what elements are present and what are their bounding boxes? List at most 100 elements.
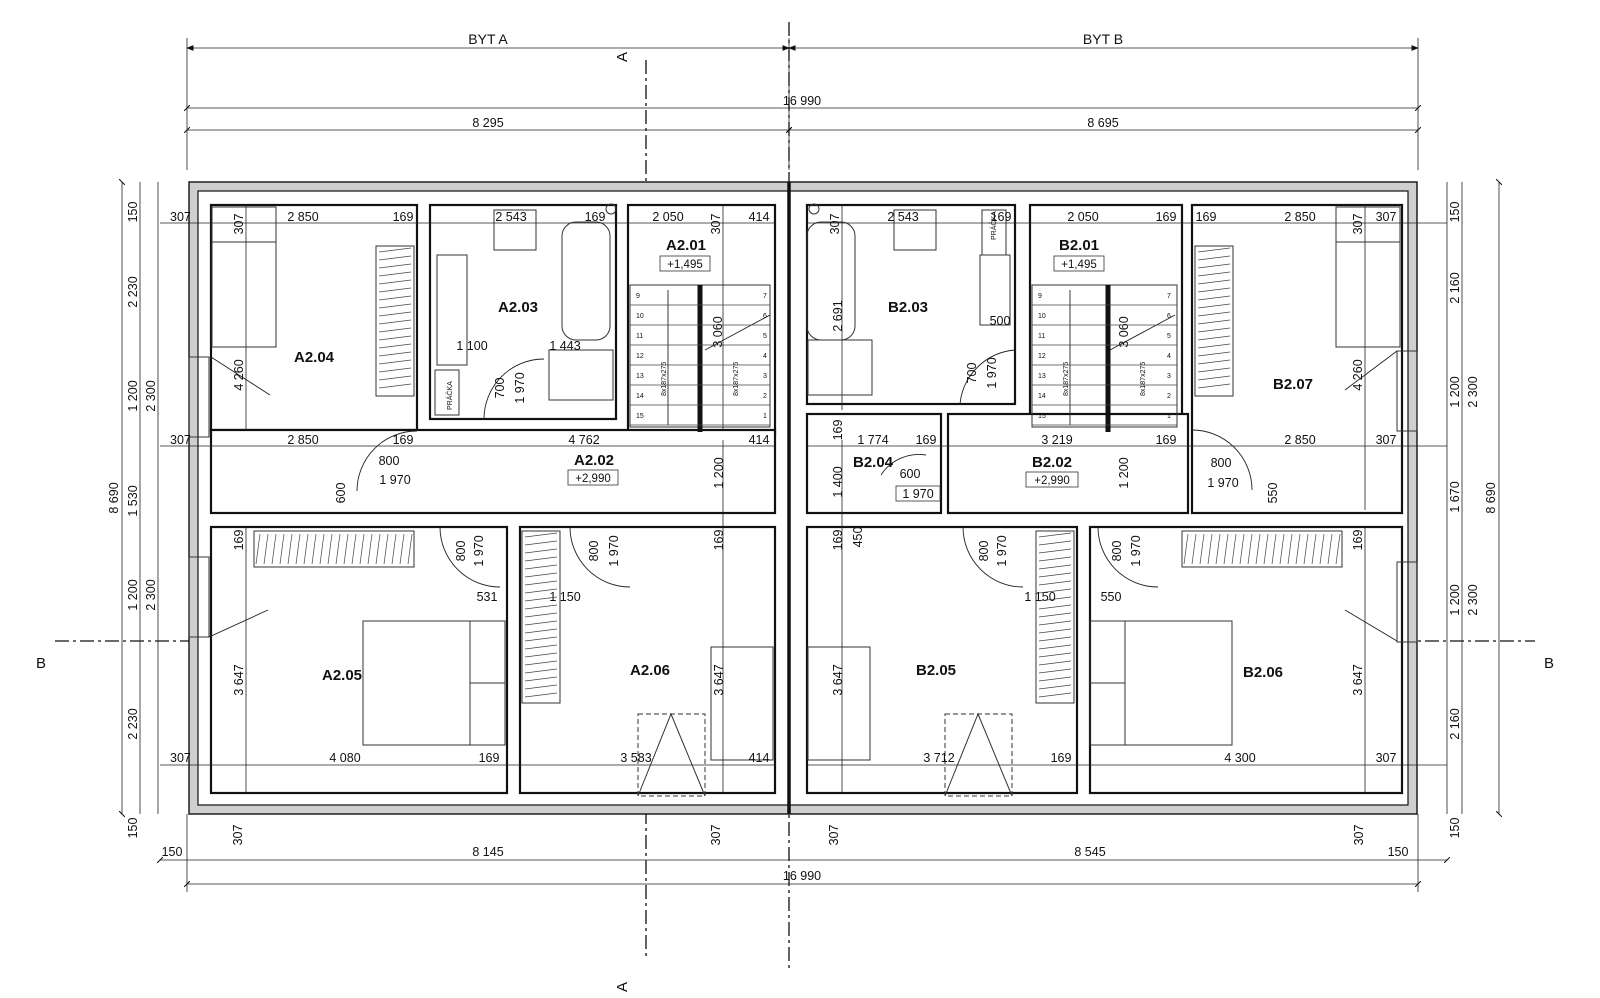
dim-a201-left: 307: [709, 214, 723, 235]
room-b205: B2.05: [916, 662, 956, 679]
dim-b206-width: 4 300: [1224, 751, 1255, 765]
room-a201: A2.01: [666, 237, 706, 254]
dim-b203-stub: 500: [990, 314, 1011, 328]
dim-b203-door-w: 700: [965, 363, 979, 384]
stair-num-b-13: 13: [1038, 373, 1046, 380]
dim-a202-door-x: 600: [334, 483, 348, 504]
dim-left-total: 8 690: [107, 482, 121, 513]
room-labels: A2.01 +1,495 A2.02 +2,990 A2.03 A2.04 A2…: [294, 237, 1313, 684]
dim-b202-right: 169: [1156, 433, 1177, 447]
dim-a206-width: 3 583: [620, 751, 651, 765]
dim-b205-door-h: 1 970: [995, 535, 1009, 566]
dim-b206-stub: 550: [1101, 590, 1122, 604]
room-a204: A2.04: [294, 349, 335, 366]
stair-num-b-r3: 3: [1167, 373, 1171, 380]
dim-b202-h: 1 200: [1117, 457, 1131, 488]
dim-left-d: 1 200: [126, 380, 140, 411]
stair-num-a-11: 11: [636, 333, 643, 340]
dim-right-b: 2 160: [1448, 272, 1462, 303]
dim-bottom-wall-1: 307: [231, 825, 245, 846]
dim-bottom-wall-2: 307: [709, 825, 723, 846]
label-stair-b1: 8x187x275: [1063, 362, 1070, 396]
dim-b205-door-w: 800: [977, 541, 991, 562]
dim-a202-right: 414: [749, 433, 770, 447]
dim-b201-width: 2 050: [1067, 210, 1098, 224]
stair-num-b-r1: 1: [1167, 413, 1171, 420]
dimensions-top: BYT A BYT B 16 990 8 295 8 695: [187, 31, 1418, 170]
header-byt-b: BYT B: [1083, 31, 1123, 47]
dim-b206-h: 3 647: [1351, 664, 1365, 695]
dim-bottom-total: 16 990: [783, 869, 821, 883]
dim-b207-left: 169: [1196, 210, 1217, 224]
dim-a203-right: 169: [585, 210, 606, 224]
dim-b207-door-w: 800: [1211, 456, 1232, 470]
dim-b204-right: 169: [916, 433, 937, 447]
dim-a205-stub: 531: [477, 590, 498, 604]
dim-a205-door-w: 800: [454, 541, 468, 562]
dim-b205-stub: 1 150: [1024, 590, 1055, 604]
dim-a203-in: 1 100: [456, 339, 487, 353]
dim-a205-width: 4 080: [329, 751, 360, 765]
stair-num-a-r1: 1: [763, 413, 767, 420]
dim-b201-right: 169: [1156, 210, 1177, 224]
dim-left-b: 2 230: [126, 276, 140, 307]
dim-a203-h2: 1 970: [513, 372, 527, 403]
room-b206: B2.06: [1243, 664, 1283, 681]
stair-num-a-12: 12: [636, 353, 644, 360]
dim-bottom-left: 8 145: [472, 845, 503, 859]
dim-a205-door-h: 1 970: [472, 535, 486, 566]
dim-b204-door-w: 600: [900, 467, 921, 481]
level-b201: +1,495: [1061, 259, 1097, 271]
room-a202: A2.02: [574, 452, 614, 469]
dim-b205-right: 169: [1051, 751, 1072, 765]
dim-top-total: 16 990: [783, 94, 821, 108]
dim-left-a: 150: [126, 202, 140, 223]
room-b207: B2.07: [1273, 376, 1313, 393]
dim-top-left: 8 295: [472, 116, 503, 130]
dim-b207-door: 4 260: [1351, 359, 1365, 390]
dim-b206-door-h: 1 970: [1129, 535, 1143, 566]
dim-a203-in2: 1 443: [549, 339, 580, 353]
dim-right-h: 2 160: [1448, 708, 1462, 739]
dim-a204-door: 4 260: [232, 359, 246, 390]
room-a203: A2.03: [498, 299, 538, 316]
section-mark-a-top: A: [614, 52, 631, 62]
hatch-lines: [255, 247, 1341, 698]
stair-num-a-13: 13: [636, 373, 644, 380]
dim-a201-width: 2 050: [652, 210, 683, 224]
stair-num-a-15: 15: [636, 413, 644, 420]
stair-num-b-10: 10: [1038, 313, 1046, 320]
dim-b204-x: 450: [851, 527, 865, 548]
dim-left-i: 150: [126, 818, 140, 839]
dim-b207-right: 307: [1376, 210, 1397, 224]
dim-b204-door-h: 1 970: [902, 487, 933, 501]
dim-left-g: 1 200: [126, 579, 140, 610]
level-b202: +2,990: [1034, 475, 1070, 487]
dim-b204-top: 169: [831, 420, 845, 441]
header-byt-a: BYT A: [468, 31, 508, 47]
dim-a206-right: 414: [749, 751, 770, 765]
dim-a204-right-b: 169: [393, 433, 414, 447]
stair-num-b-r2: 2: [1167, 393, 1171, 400]
dimensions-right: 8 690 150 2 160 1 200 2 300 1 670 1 200 …: [1446, 182, 1499, 838]
dim-bottom-edge-right: 150: [1388, 845, 1409, 859]
section-mark-b-right: B: [1544, 655, 1554, 672]
level-a201: +1,495: [667, 259, 703, 271]
dimensions-bottom: 150 8 145 8 545 150 16 990 307 307 307 3…: [160, 814, 1447, 892]
dim-right-d: 1 200: [1448, 376, 1462, 407]
dim-a202-door-w: 800: [379, 454, 400, 468]
dim-a203-width: 2 543: [495, 210, 526, 224]
dim-a206-door-h: 1 970: [607, 535, 621, 566]
dim-b206-right: 307: [1376, 751, 1397, 765]
dim-b207-door-h: 1 970: [1207, 476, 1238, 490]
stair-num-a-r6: 6: [763, 313, 767, 320]
dim-a204-width: 2 850: [287, 210, 318, 224]
dim-b207-in: 307: [1351, 214, 1365, 235]
dimensions-left: 8 690 150 2 230 1 200 2 300 1 530 1 200 …: [107, 182, 159, 839]
room-b202: B2.02: [1032, 454, 1072, 471]
dim-a205-left: 307: [170, 751, 191, 765]
dim-b203-width: 2 543: [887, 210, 918, 224]
dim-a205-top: 169: [232, 530, 246, 551]
dim-right-total: 8 690: [1484, 482, 1498, 513]
